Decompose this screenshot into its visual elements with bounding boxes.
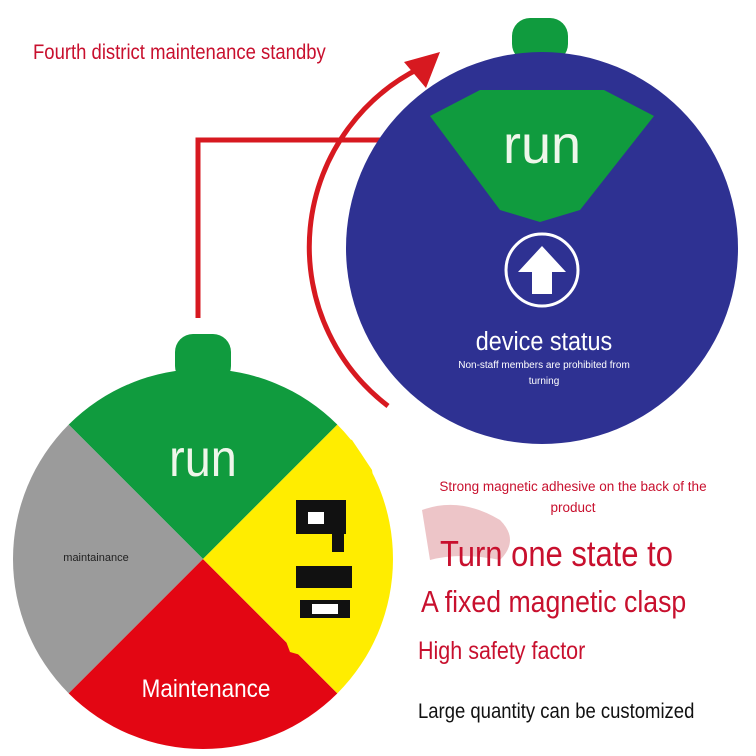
connector-line [195,137,380,318]
warning-text-line-2: turning [529,376,560,387]
segment-maintenance [13,559,393,749]
feature-line-1: Turn one state to [440,533,673,574]
decorative-smudge [422,504,510,560]
headline: Fourth district maintenance standby [33,41,326,64]
blue-dial-knob [512,18,568,62]
front-dial: run maintainance Maintenance [13,334,393,749]
feature-line-3: High safety factor [418,637,586,665]
device-status-title: device status [476,328,612,356]
pixelated-glyph [296,500,352,618]
segment-maintainance-label: maintainance [63,552,128,564]
warning-text-line-1: Non-staff members are prohibited from [458,360,630,371]
segment-maintainance [13,369,203,749]
segment-maintenance-label: Maintenance [142,675,271,703]
blue-dial-run-label: run [503,115,581,175]
feature-line-2: A fixed magnetic clasp [421,584,687,619]
magnet-note: Strong magnetic adhesive on the back of … [439,479,707,515]
blue-dial: run device status Non-staff members are … [346,18,738,444]
rotation-arrowhead [404,52,440,88]
arrow-up-icon [504,232,580,308]
feature-line-4: Large quantity can be customized [418,700,695,723]
segment-run [13,369,393,559]
segment-run-label: run [169,430,237,488]
blue-dial-run-window [430,90,654,222]
rotation-arrow [306,65,422,408]
